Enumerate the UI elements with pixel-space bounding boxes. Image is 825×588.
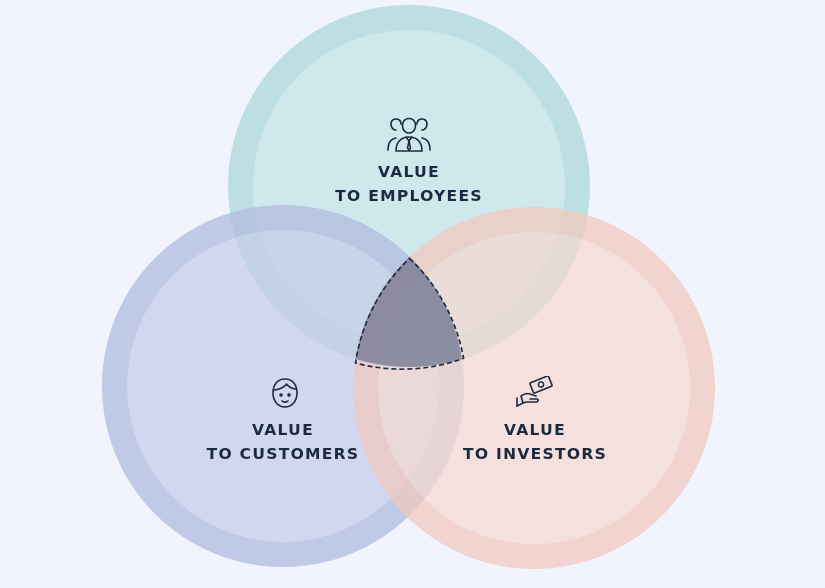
customers-label-line1: VALUE — [252, 421, 314, 439]
investors-label: VALUE TO INVESTORS — [425, 418, 645, 466]
customers-circle — [102, 205, 464, 567]
employees-label-line2: TO EMPLOYEES — [335, 187, 483, 205]
people-group-icon — [387, 117, 431, 152]
center-overlap-outline — [354, 257, 465, 370]
person-face-icon — [272, 378, 298, 408]
customers-label: VALUE TO CUSTOMERS — [173, 418, 393, 466]
employees-label-line1: VALUE — [378, 163, 440, 181]
investors-label-line1: VALUE — [504, 421, 566, 439]
employees-label: VALUE TO EMPLOYEES — [299, 160, 519, 208]
customers-label-line2: TO CUSTOMERS — [206, 445, 360, 463]
investors-label-line2: TO INVESTORS — [462, 445, 608, 463]
investors-circle — [353, 207, 715, 569]
money-hand-icon — [516, 376, 553, 407]
